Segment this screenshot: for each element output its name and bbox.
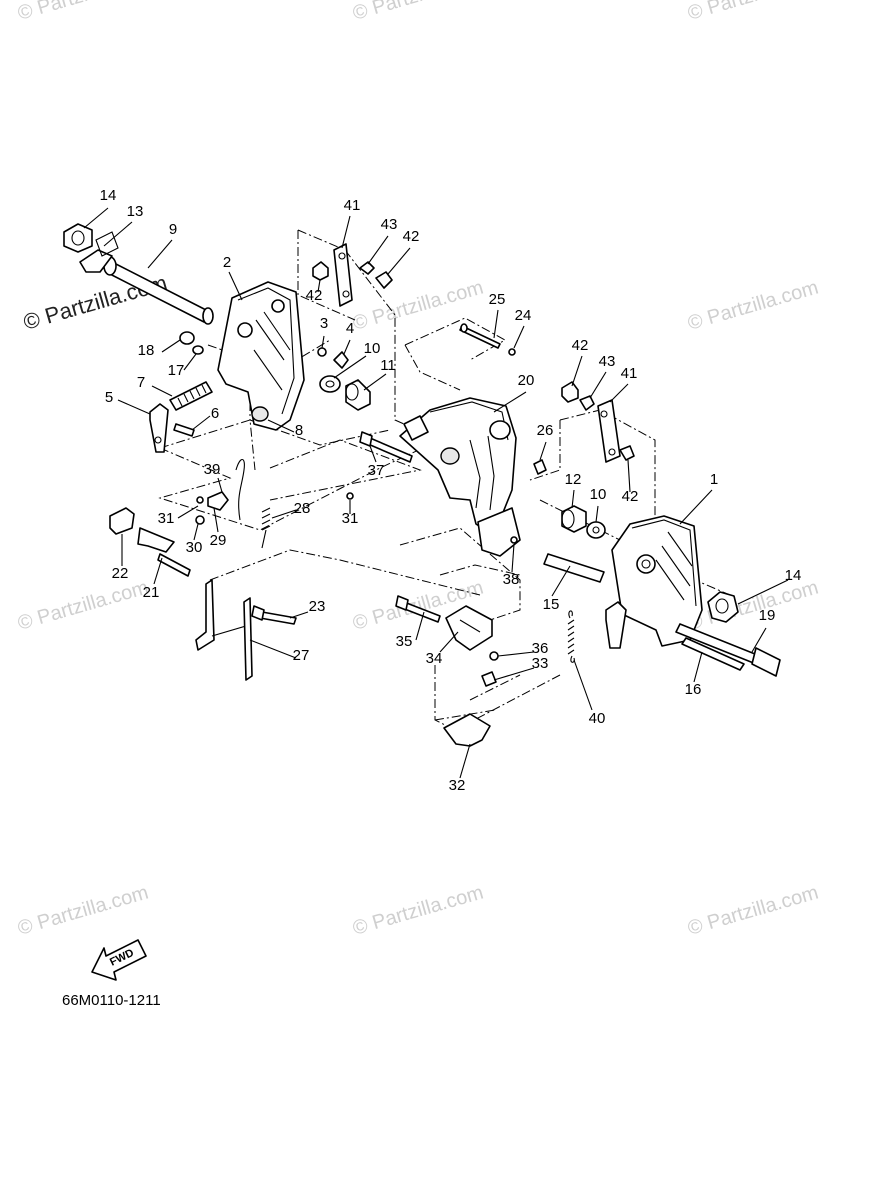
callout-16: 16 [685, 681, 702, 698]
callout-28: 28 [294, 500, 311, 517]
watermark-tile: © Partzilla.com [685, 577, 821, 635]
nut-14-right [707, 591, 739, 623]
watermark-tile: © Partzilla.com [15, 577, 151, 635]
callout-17: 17 [168, 362, 185, 379]
callout-13: 13 [127, 203, 144, 220]
callout-14: 14 [785, 567, 802, 584]
callout-20: 20 [518, 372, 535, 389]
callout-42: 42 [306, 287, 323, 304]
watermark-tile: © Partzilla.com [685, 882, 821, 940]
tilt-shaft-assembly [63, 223, 214, 325]
callout-43: 43 [381, 216, 398, 233]
part-26 [533, 459, 547, 475]
callout-9: 9 [169, 221, 177, 238]
callout-3: 3 [320, 315, 328, 332]
callout-36: 36 [532, 640, 549, 657]
callout-33: 33 [532, 655, 549, 672]
callout-32: 32 [449, 777, 466, 794]
callout-12: 12 [565, 471, 582, 488]
lock-rod-27-and-bolt-23 [195, 579, 297, 681]
bracket-plate-34-and-hardware [395, 595, 499, 687]
callout-8: 8 [295, 422, 303, 439]
callout-24: 24 [515, 307, 532, 324]
callout-38: 38 [503, 571, 520, 588]
callout-42: 42 [622, 488, 639, 505]
watermark-tiles: © Partzilla.com © Partzilla.com © Partzi… [15, 0, 821, 940]
callout-10: 10 [364, 340, 381, 357]
callout-11: 11 [380, 357, 396, 374]
callout-31: 31 [342, 510, 359, 527]
bolt-37 [359, 431, 413, 463]
watermark-tile: © Partzilla.com [685, 0, 821, 25]
swivel-bracket [399, 397, 521, 557]
callout-37: 37 [368, 462, 385, 479]
callout-43: 43 [599, 353, 616, 370]
clip-38 [510, 536, 518, 544]
callout-7: 7 [137, 374, 145, 391]
watermark-tile: © Partzilla.com [350, 0, 486, 25]
callout-31: 31 [158, 510, 175, 527]
clamp-bracket-right [605, 515, 703, 649]
fwd-arrow-icon: FWD [91, 939, 147, 981]
callout-23: 23 [309, 598, 326, 615]
callout-22: 22 [112, 565, 129, 582]
callout-4: 4 [346, 320, 354, 337]
callout-15: 15 [543, 596, 560, 613]
bolt-16-19 [675, 623, 781, 677]
leader-lines [83, 207, 789, 779]
watermark-tile: © Partzilla.com [15, 0, 151, 25]
callout-6: 6 [211, 405, 219, 422]
link-plate-upper [312, 243, 393, 307]
small-hardware-left [317, 347, 371, 411]
callout-29: 29 [210, 532, 227, 549]
link-plate-right [561, 381, 635, 463]
callout-14: 14 [100, 187, 117, 204]
watermark-tile: © Partzilla.com [685, 277, 821, 335]
watermark-tile: © Partzilla.com [350, 882, 486, 940]
callout-2: 2 [223, 254, 231, 271]
tilt-lock-parts-left [149, 331, 213, 453]
callout-21: 21 [143, 584, 160, 601]
callout-25: 25 [489, 291, 506, 308]
clamp-bracket-left [217, 281, 305, 431]
spring-40 [567, 610, 575, 663]
callout-18: 18 [138, 342, 155, 359]
callout-26: 26 [537, 422, 554, 439]
spring-and-clip-parts [195, 458, 354, 549]
callout-40: 40 [589, 710, 606, 727]
rod-15 [543, 553, 605, 583]
callout-10: 10 [590, 486, 607, 503]
callout-1: 1 [710, 471, 718, 488]
bushing-and-washer-right [561, 505, 606, 539]
lever-knob-22-21 [109, 507, 191, 577]
callout-39: 39 [204, 461, 221, 478]
watermark-tile: © Partzilla.com [15, 882, 151, 940]
callout-34: 34 [426, 650, 443, 667]
callout-30: 30 [186, 539, 203, 556]
callout-27: 27 [293, 647, 310, 664]
callout-19: 19 [759, 607, 776, 624]
callout-41: 41 [621, 365, 638, 382]
callout-42: 42 [572, 337, 589, 354]
callout-42: 42 [403, 228, 420, 245]
plate-32 [443, 713, 491, 747]
pin-and-clip-25-24 [459, 323, 516, 356]
callout-41: 41 [344, 197, 361, 214]
callout-5: 5 [105, 389, 113, 406]
diagram-code: 66M0110-1211 [62, 992, 161, 1009]
callout-35: 35 [396, 633, 413, 650]
